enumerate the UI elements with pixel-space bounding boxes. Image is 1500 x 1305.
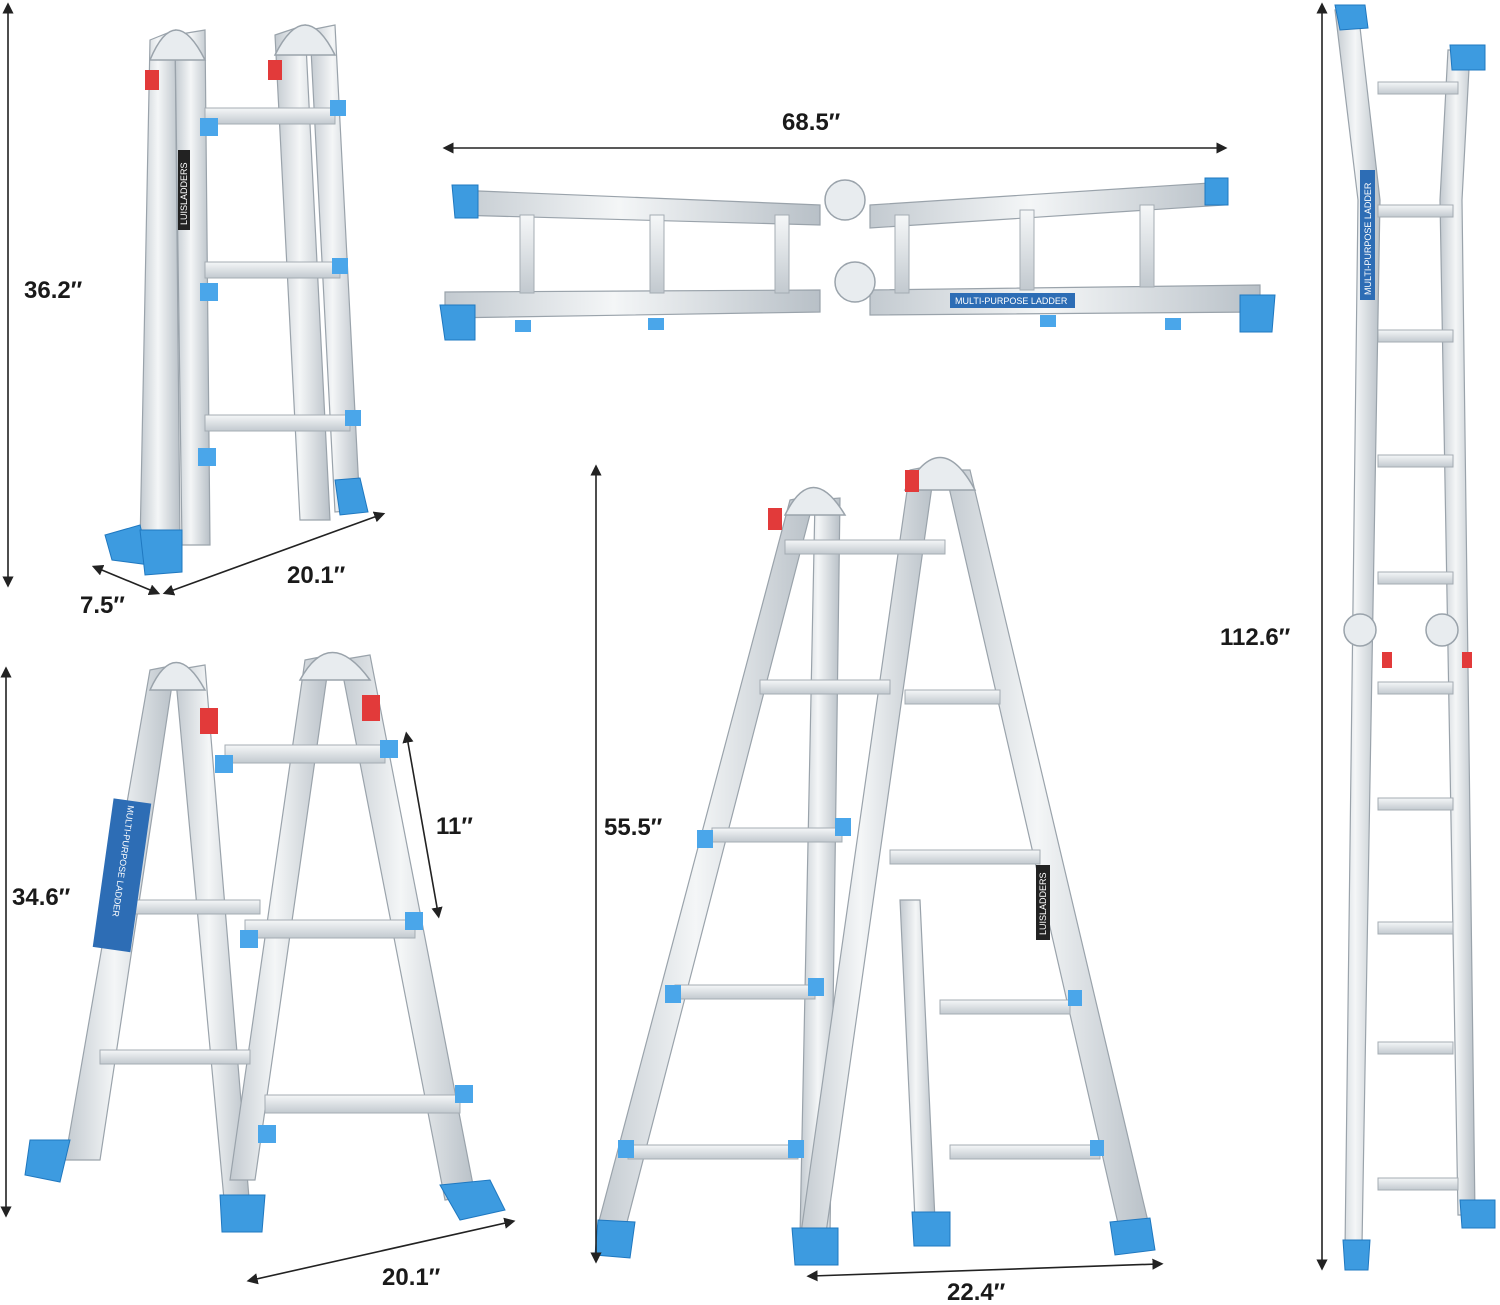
folded-depth-label: 7.5″ <box>80 592 125 619</box>
step-height-label: 34.6″ <box>12 884 71 911</box>
a-frame-height-label: 55.5″ <box>604 814 663 841</box>
folded-ladder: LUISLADDERS <box>104 24 369 576</box>
brand-label-a-frame: LUISLADDERS <box>1038 872 1048 935</box>
scaffold-ladder: MULTI-PURPOSE LADDER <box>439 177 1276 341</box>
rung-spacing-label: 11″ <box>436 813 473 840</box>
dimension-lines <box>0 2 1328 1285</box>
folded-height-label: 36.2″ <box>24 277 83 304</box>
brand-label: LUISLADDERS <box>179 162 189 225</box>
extension-height-label: 112.6″ <box>1220 624 1291 651</box>
folded-width-label: 20.1″ <box>287 562 346 589</box>
extension-ladder: MULTI-PURPOSE LADDER <box>1334 4 1496 1271</box>
a-frame-ladder: LUISLADDERS <box>594 456 1156 1266</box>
scaffold-length-label: 68.5″ <box>782 109 841 136</box>
a-frame-width-label: 22.4″ <box>947 1279 1006 1305</box>
step-ladder: MULTI-PURPOSE LADDER <box>24 651 506 1233</box>
side-label-vertical: MULTI-PURPOSE LADDER <box>1363 182 1373 295</box>
step-width-label: 20.1″ <box>382 1264 441 1291</box>
side-label: MULTI-PURPOSE LADDER <box>955 296 1068 306</box>
